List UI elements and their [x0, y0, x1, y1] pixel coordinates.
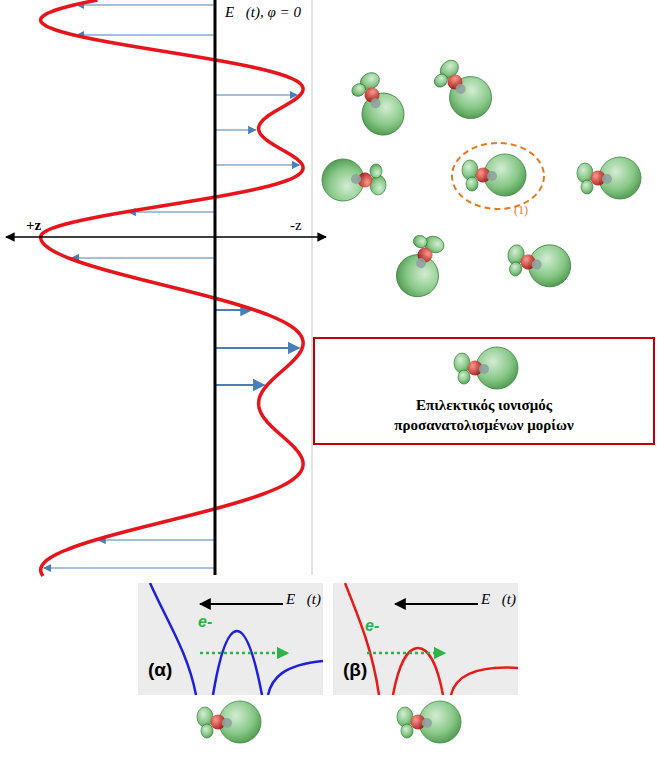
field-arrow: [215, 309, 252, 311]
panel-letter: (β): [343, 659, 367, 681]
panel-letter: (α): [148, 659, 172, 681]
field-arrow: [215, 164, 299, 165]
field-arrow: [215, 94, 297, 95]
callout-number: (1): [514, 203, 528, 218]
field-arrow: [77, 34, 215, 35]
field-arrow: [44, 567, 215, 568]
field-arrow: [215, 347, 299, 349]
field-arrow: [72, 257, 216, 258]
field-arrow: [215, 129, 256, 130]
potential-panel: E⃗(t) e- (α): [138, 583, 323, 695]
axis-label: +z: [26, 217, 41, 234]
axis-label: -z: [290, 217, 302, 234]
field-arrow: [98, 539, 215, 540]
field-label: E⃗(t): [286, 591, 321, 608]
potential-panel: E⃗(t) e- (β): [333, 583, 518, 695]
caption-text: Επιλεκτικός ιονισμός προσανατολισμένων μ…: [359, 395, 609, 436]
selection-box: Επιλεκτικός ιονισμός προσανατολισμένων μ…: [313, 337, 655, 445]
field-arrow: [77, 4, 215, 5]
field-arrow: [215, 384, 264, 386]
field-arrow: [128, 211, 215, 212]
electron-label: e-: [198, 613, 212, 631]
electron-label: e-: [365, 617, 379, 635]
field-label: E⃗(t): [481, 591, 516, 608]
field-title: E⃗(t), φ = 0: [223, 4, 303, 21]
